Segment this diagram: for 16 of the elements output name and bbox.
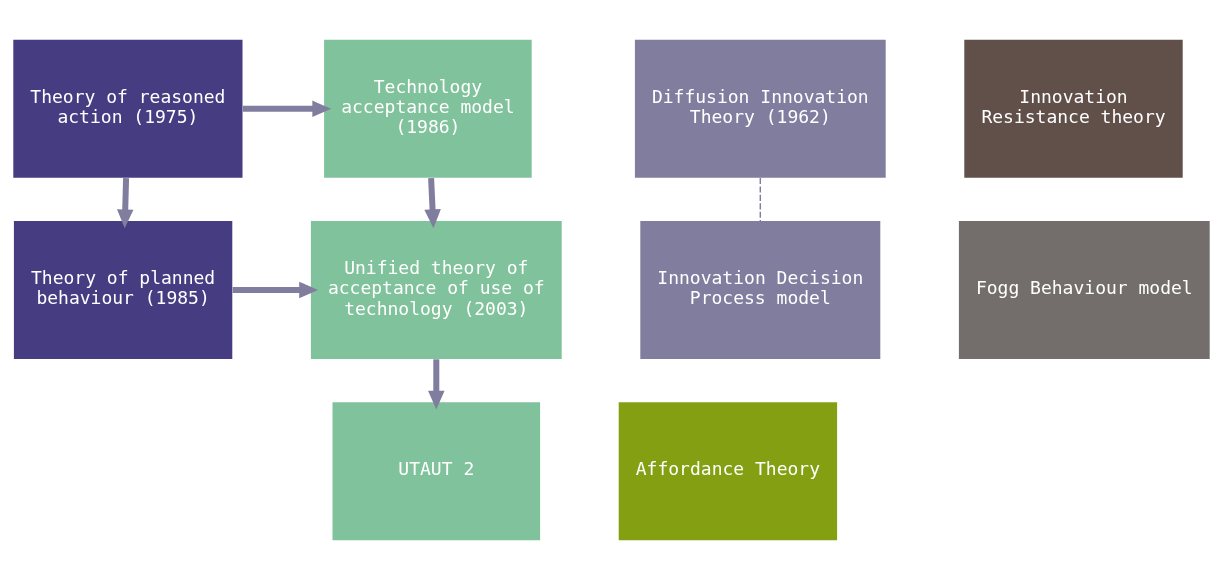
node-box: Fogg Behaviour model <box>958 221 1210 359</box>
node-box: Theory of reasoned action (1975) <box>13 39 243 178</box>
arrow <box>424 177 441 229</box>
node-box: Affordance Theory <box>618 402 838 541</box>
node-box: Theory of planned behaviour (1985) <box>13 221 233 359</box>
connector <box>759 177 761 222</box>
node-box: Innovation Resistance theory <box>964 39 1183 178</box>
arrow <box>116 178 134 229</box>
node-box: Technology acceptance model (1986) <box>324 39 532 178</box>
arrow <box>232 281 319 299</box>
node-box: Innovation Decision Process model <box>640 221 881 359</box>
arrow <box>242 100 332 118</box>
arrow <box>428 359 445 410</box>
node-box: Diffusion Innovation Theory (1962) <box>634 39 886 178</box>
node-box: Unified theory of acceptance of use of technology (2003) <box>310 221 562 359</box>
node-box: UTAUT 2 <box>332 402 541 541</box>
